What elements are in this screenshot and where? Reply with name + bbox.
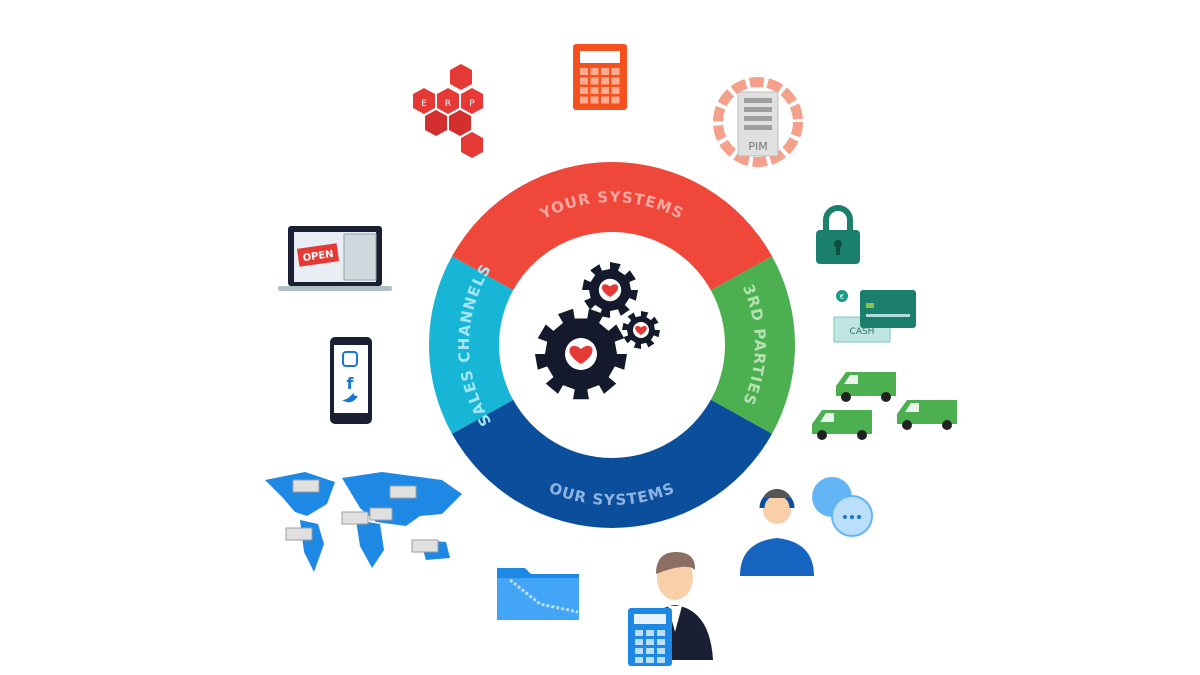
heart-icon [635,325,647,335]
svg-text:f: f [347,374,355,393]
van-icon [836,372,896,402]
heart-icon [601,284,619,297]
van-icon [812,410,872,440]
ring-segment-sales-channels [428,256,514,434]
van-icon [897,400,957,430]
padlock-icon [816,205,860,264]
heart-icon [569,345,593,364]
svg-text:CASH: CASH [850,327,875,337]
ring-segment-your-systems [451,161,773,291]
svg-text:R: R [445,99,451,109]
support-agent-chat-icon [740,477,873,576]
gears-with-hearts-icon [535,262,660,400]
delivery-vans-icon [812,372,957,440]
ring-segment-3rd-parties [710,256,796,434]
svg-text:PIM: PIM [748,140,767,153]
card-and-cash-icon: € CASH [833,290,916,343]
ring-segment-our-systems [451,399,773,528]
social-phone-icon: f [330,337,372,424]
svg-text:E: E [421,99,427,109]
accountant-icon [628,552,713,666]
systems-ring [428,161,796,528]
world-map-icon [265,472,462,572]
calculator-icon [573,44,627,110]
svg-text:P: P [469,99,475,109]
zip-folder-icon [497,568,579,620]
online-shop-laptop-icon: OPEN [278,226,392,291]
erp-hexagons-icon: E R P [413,64,483,158]
svg-text:€: € [840,293,844,301]
pim-server-icon: PIM [713,77,803,167]
svg-text:OPEN: OPEN [302,249,334,264]
